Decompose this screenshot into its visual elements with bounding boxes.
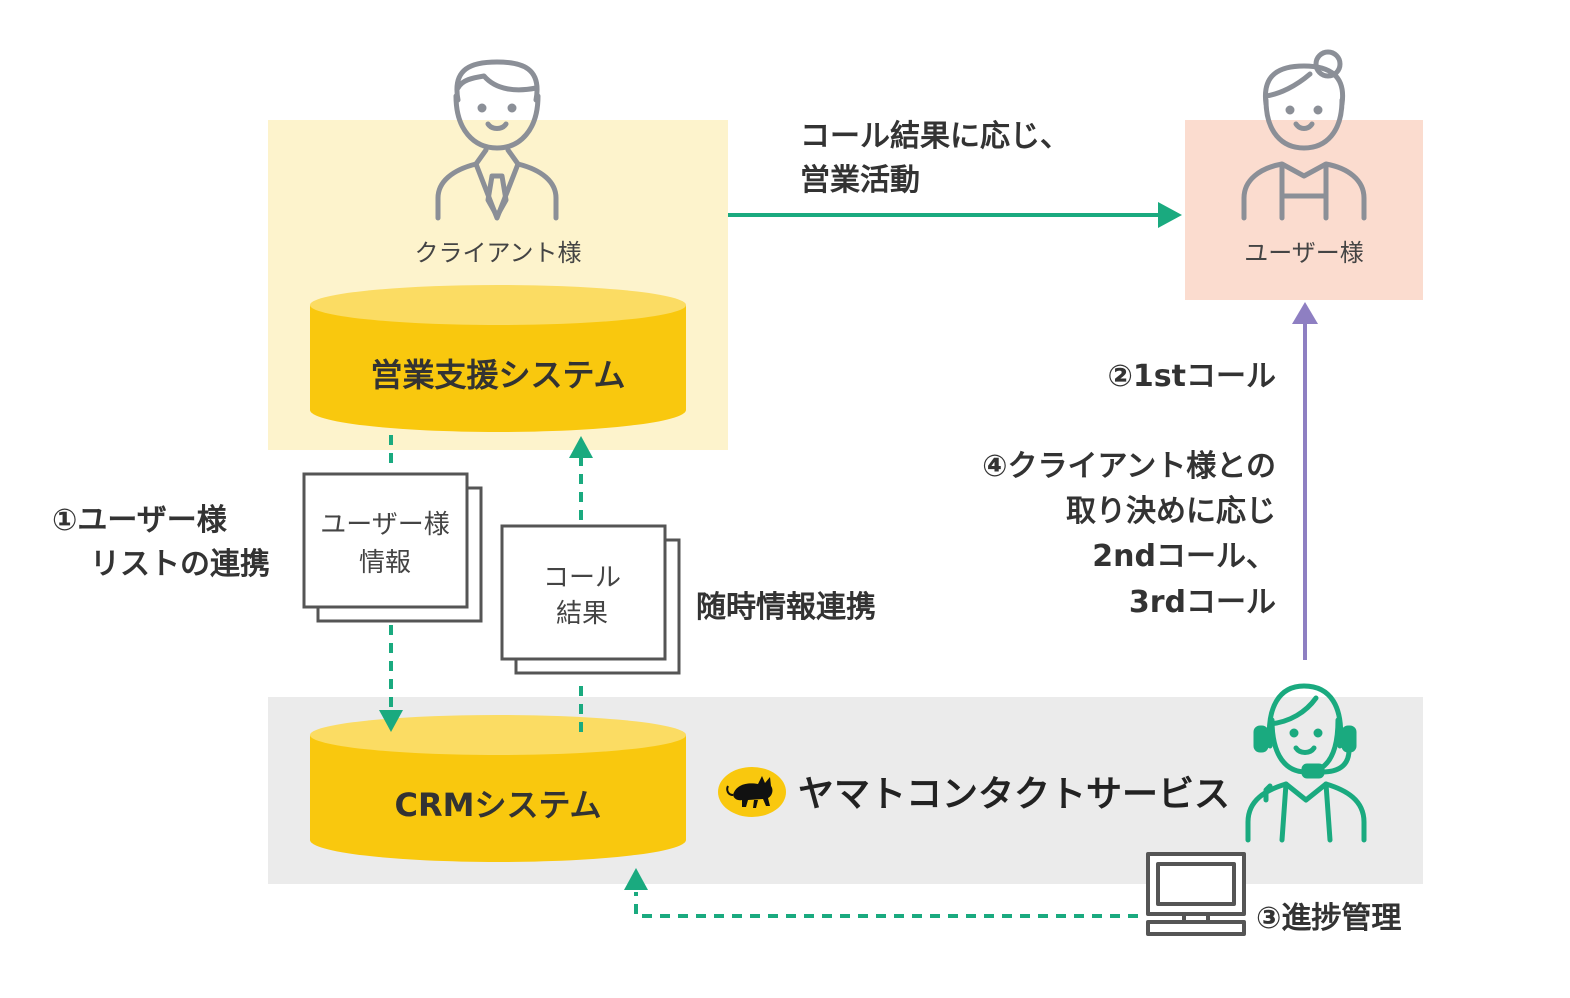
client-person-icon xyxy=(435,59,559,221)
step1-label-2: リストの連携 xyxy=(90,547,270,582)
sales-system-label: 営業支援システム xyxy=(370,356,625,394)
client-label: クライアント様 xyxy=(414,239,581,267)
progress-dashed-line xyxy=(634,892,1138,918)
user-person-icon xyxy=(1241,49,1367,221)
step3-label: ③進捗管理 xyxy=(1256,901,1401,936)
user-info-document xyxy=(302,472,483,623)
step2-label: ②1stコール xyxy=(1108,359,1276,394)
crm-system-cylinder xyxy=(310,715,686,862)
call-result-doc-line2: 結果 xyxy=(556,599,608,629)
pc-icon xyxy=(1146,852,1246,936)
step4-label-2: 取り決めに応じ xyxy=(1066,494,1276,529)
step1-label-1: ①ユーザー様 xyxy=(52,503,228,538)
call-result-document xyxy=(500,524,681,675)
operator-icon xyxy=(1245,683,1367,843)
yamato-cat-logo xyxy=(718,767,786,817)
first-call-arrowhead xyxy=(1292,302,1318,324)
realtime-link-label: 随時情報連携 xyxy=(696,590,876,625)
yamato-brand-name: ヤマトコンタクトサービス xyxy=(798,774,1230,815)
sales-activity-label-2: 営業活動 xyxy=(800,163,920,198)
sales-activity-arrowhead xyxy=(1158,202,1182,228)
step4-label-1: ④クライアント様との xyxy=(982,449,1276,484)
user-label: ユーザー様 xyxy=(1244,239,1364,267)
user-list-arrowhead xyxy=(379,710,403,732)
call-result-doc-line1: コール xyxy=(543,563,621,593)
sales-activity-label-1: コール結果に応じ、 xyxy=(800,119,1070,154)
sales-system-cylinder xyxy=(310,285,686,432)
crm-system-label: CRMシステム xyxy=(394,786,601,824)
progress-arrowhead xyxy=(624,868,648,890)
call-result-arrowhead xyxy=(569,436,593,458)
user-info-doc-line2: 情報 xyxy=(359,548,411,578)
user-info-doc-line1: ユーザー様 xyxy=(320,510,449,540)
step4-label-3: 2ndコール、 xyxy=(1092,539,1276,574)
step4-label-4: 3rdコール xyxy=(1129,585,1276,620)
